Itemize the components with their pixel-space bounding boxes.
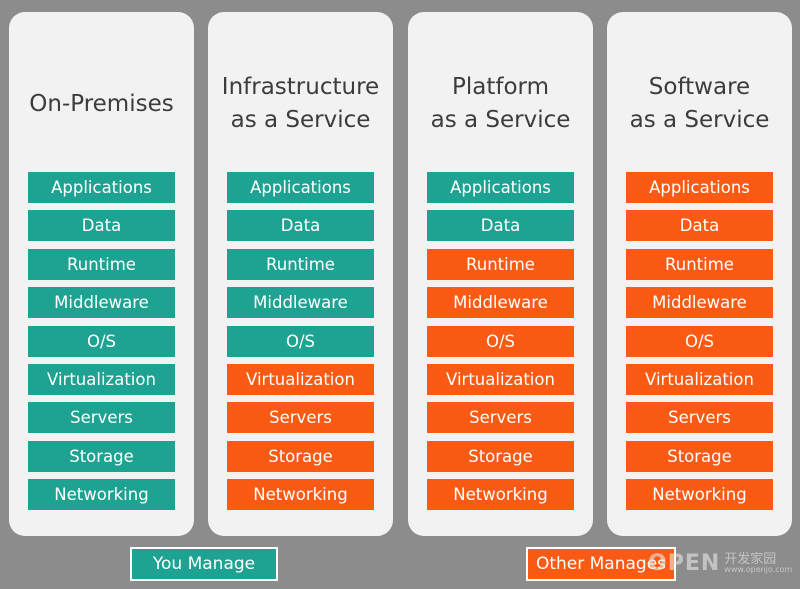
column-title: Platform as a Service — [430, 74, 571, 133]
layer-storage: Storage — [626, 440, 773, 472]
layer-stack: Applications Data Runtime Middleware O/S… — [427, 172, 574, 518]
layer-virtualization: Virtualization — [427, 363, 574, 395]
layer-storage: Storage — [427, 440, 574, 472]
layer-applications: Applications — [227, 172, 374, 203]
layer-servers: Servers — [227, 402, 374, 434]
layer-runtime: Runtime — [28, 248, 175, 280]
layer-networking: Networking — [626, 479, 773, 511]
layer-middleware: Middleware — [227, 287, 374, 319]
layer-middleware: Middleware — [28, 287, 175, 319]
legend-you-manage: You Manage — [130, 547, 278, 581]
layer-storage: Storage — [28, 440, 175, 472]
layer-servers: Servers — [626, 402, 773, 434]
layer-os: O/S — [28, 325, 175, 357]
layer-os: O/S — [427, 325, 574, 357]
layer-runtime: Runtime — [626, 248, 773, 280]
column-title: Software as a Service — [629, 74, 770, 133]
layer-stack: Applications Data Runtime Middleware O/S… — [28, 172, 175, 518]
watermark-cjk: 开发家园 — [724, 552, 777, 567]
watermark-cjk-block: 开发家园 www.openjo.com — [724, 553, 792, 574]
layer-data: Data — [626, 210, 773, 242]
layer-data: Data — [28, 210, 175, 242]
column-paas: Platform as a Service Applications Data … — [408, 12, 593, 536]
layer-applications: Applications — [427, 172, 574, 203]
layer-networking: Networking — [427, 479, 574, 511]
layer-runtime: Runtime — [227, 248, 374, 280]
layer-applications: Applications — [28, 172, 175, 203]
layer-data: Data — [227, 210, 374, 242]
layer-middleware: Middleware — [427, 287, 574, 319]
layer-servers: Servers — [28, 402, 175, 434]
layer-virtualization: Virtualization — [626, 363, 773, 395]
layer-virtualization: Virtualization — [28, 363, 175, 395]
watermark-latin: OPEN — [648, 551, 721, 576]
layer-stack: Applications Data Runtime Middleware O/S… — [227, 172, 374, 518]
layer-networking: Networking — [28, 479, 175, 511]
layer-storage: Storage — [227, 440, 374, 472]
layer-applications: Applications — [626, 172, 773, 203]
column-on-premises: On-Premises Applications Data Runtime Mi… — [9, 12, 194, 536]
watermark-logo: OPEN 开发家园 www.openjo.com — [648, 551, 792, 576]
column-saas: Software as a Service Applications Data … — [607, 12, 792, 536]
layer-servers: Servers — [427, 402, 574, 434]
layer-data: Data — [427, 210, 574, 242]
layer-os: O/S — [227, 325, 374, 357]
legend-other-manages: Other Manages — [526, 547, 676, 581]
layer-runtime: Runtime — [427, 248, 574, 280]
column-title: On-Premises — [29, 90, 174, 117]
column-title: Infrastructure as a Service — [221, 74, 380, 133]
layer-stack: Applications Data Runtime Middleware O/S… — [626, 172, 773, 518]
layer-virtualization: Virtualization — [227, 363, 374, 395]
watermark-domain: www.openjo.com — [724, 565, 793, 574]
layer-networking: Networking — [227, 479, 374, 511]
layer-os: O/S — [626, 325, 773, 357]
column-iaas: Infrastructure as a Service Applications… — [208, 12, 393, 536]
layer-middleware: Middleware — [626, 287, 773, 319]
